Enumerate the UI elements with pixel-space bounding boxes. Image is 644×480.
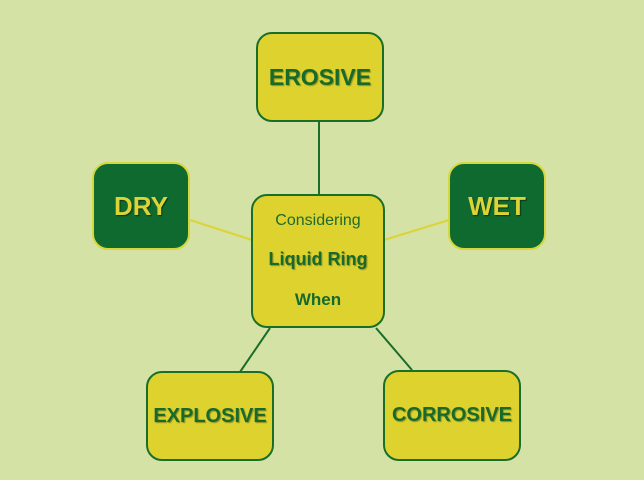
node-center: Considering Liquid Ring When: [251, 194, 385, 328]
node-wet-label: WET: [468, 190, 526, 221]
node-wet: WET: [448, 162, 546, 250]
node-erosive: EROSIVE: [256, 32, 384, 122]
node-corrosive-label: CORROSIVE: [391, 404, 513, 426]
center-when: When: [294, 290, 342, 310]
node-dry: DRY: [92, 162, 190, 250]
node-erosive-label: EROSIVE: [268, 63, 372, 90]
center-considering: Considering: [275, 211, 361, 229]
node-explosive-label: EXPLOSIVE: [153, 404, 267, 427]
node-dry-label: DRY: [114, 190, 168, 221]
center-liquid-ring: Liquid Ring: [268, 249, 368, 270]
node-explosive: EXPLOSIVE: [146, 371, 274, 461]
node-corrosive: CORROSIVE: [383, 370, 521, 461]
